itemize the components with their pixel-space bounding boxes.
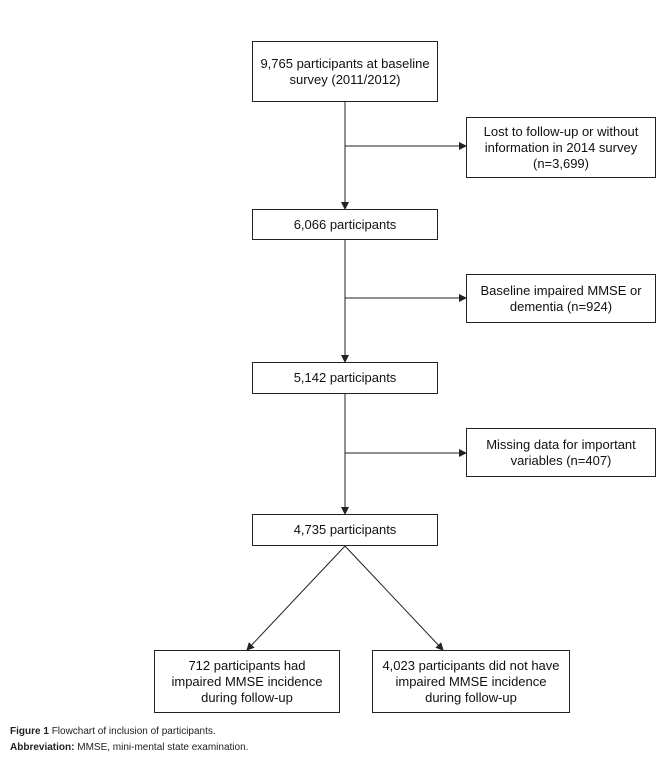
participants-6066-box: 6,066 participants — [252, 209, 438, 240]
arrow-to-no-incidence — [344, 545, 444, 651]
baseline-text: 9,765 participants at baseline survey (2… — [260, 55, 430, 87]
missing-data-box: Missing data for important variables (n=… — [466, 428, 656, 477]
figure-caption-text: Flowchart of inclusion of participants. — [51, 726, 216, 737]
impaired-baseline-box: Baseline impaired MMSE or dementia (n=92… — [466, 274, 656, 323]
figure-label: Figure 1 — [10, 726, 49, 737]
arrow-to-incidence — [246, 545, 346, 651]
participants-6066-text: 6,066 participants — [293, 216, 397, 232]
abbreviation-text: MMSE, mini-mental state examination. — [77, 742, 249, 753]
no-incidence-text: 4,023 participants did not have impaired… — [382, 657, 560, 705]
incidence-box: 712 participants had impaired MMSE incid… — [154, 650, 340, 713]
abbreviation-label: Abbreviation: — [10, 742, 75, 753]
participants-5142-text: 5,142 participants — [293, 370, 397, 385]
participants-4735-text: 4,735 participants — [293, 522, 397, 537]
abbreviation-caption: Abbreviation: MMSE, mini-mental state ex… — [10, 742, 248, 754]
lost-to-followup-text: Lost to follow-up or without information… — [483, 123, 639, 171]
figure-caption: Figure 1 Flowchart of inclusion of parti… — [10, 726, 216, 738]
lost-to-followup-box: Lost to follow-up or without information… — [466, 117, 656, 178]
participants-5142-box: 5,142 participants — [252, 362, 438, 394]
baseline-box: 9,765 participants at baseline survey (2… — [252, 41, 438, 102]
impaired-baseline-text: Baseline impaired MMSE or dementia (n=92… — [480, 282, 642, 314]
no-incidence-box: 4,023 participants did not have impaired… — [372, 650, 570, 713]
incidence-text: 712 participants had impaired MMSE incid… — [171, 657, 323, 705]
participants-4735-box: 4,735 participants — [252, 514, 438, 546]
missing-data-text: Missing data for important variables (n=… — [486, 436, 636, 468]
